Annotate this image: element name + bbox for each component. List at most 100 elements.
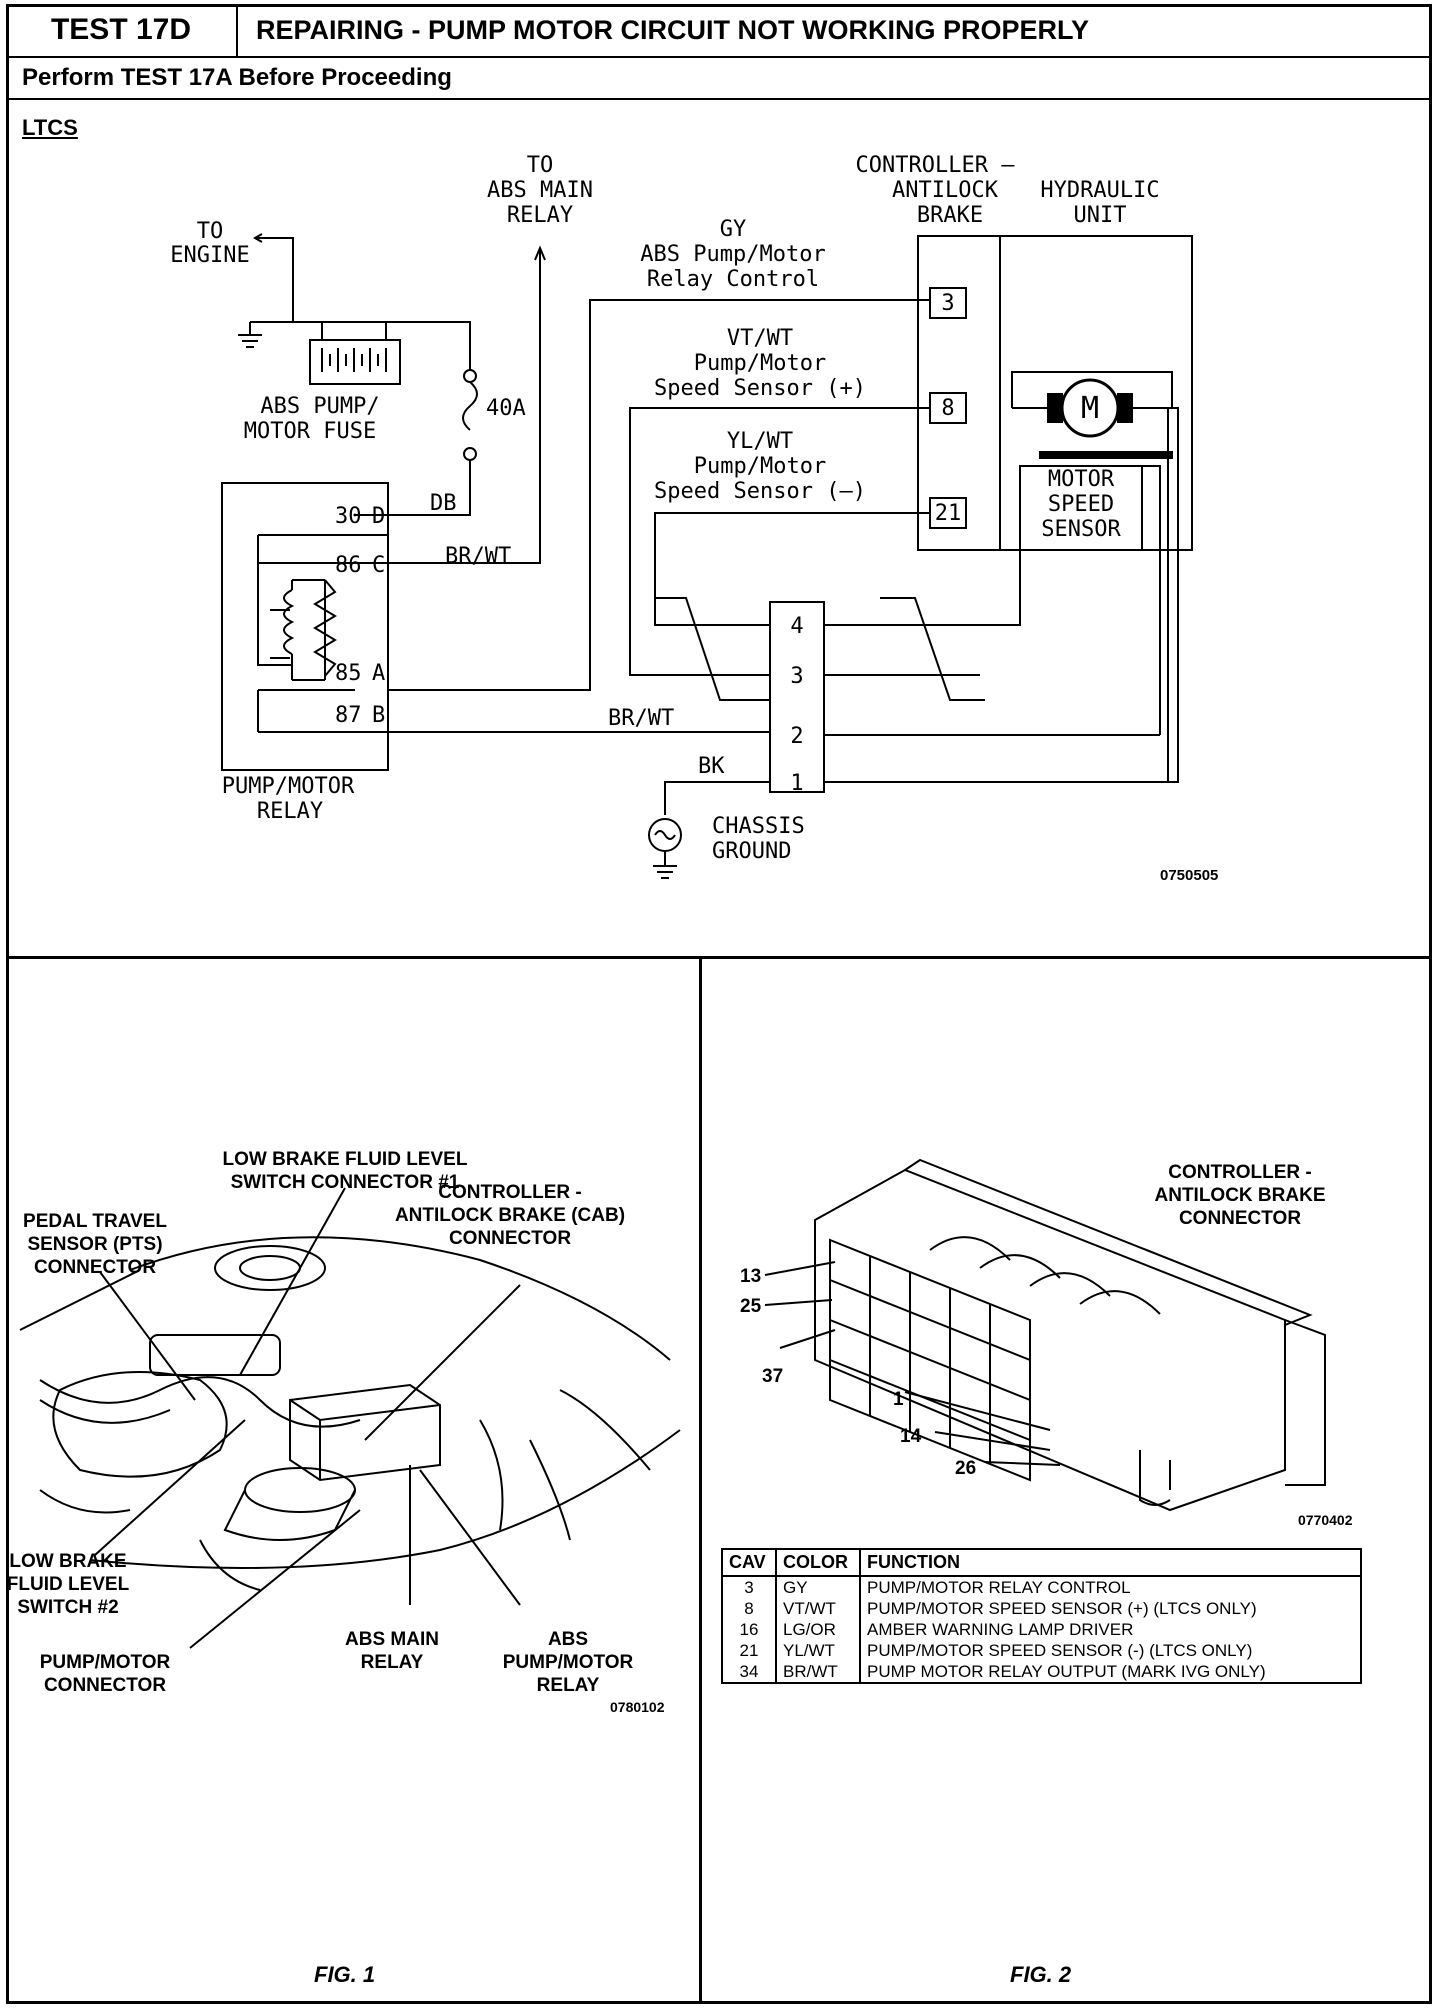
motor-speed-sensor-label: MOTOR SPEED SENSOR bbox=[1041, 467, 1121, 542]
table-row: 8 VT/WT PUMP/MOTOR SPEED SENSOR (+) (LTC… bbox=[721, 1598, 1362, 1619]
pin-callout: 1 bbox=[893, 1389, 904, 1410]
svg-text:SWITCH #2: SWITCH #2 bbox=[17, 1597, 118, 1618]
fig2-connector-title: CONTROLLER - ANTILOCK BRAKE CONNECTOR bbox=[1155, 1162, 1326, 1229]
svg-text:CONNECTOR: CONNECTOR bbox=[1179, 1208, 1301, 1229]
svg-text:RELAY: RELAY bbox=[507, 203, 573, 228]
svg-text:UNIT: UNIT bbox=[1074, 203, 1127, 228]
table-row: 34 BR/WT PUMP MOTOR RELAY OUTPUT (MARK I… bbox=[721, 1661, 1362, 1684]
to-engine-label: TO ENGINE bbox=[170, 219, 249, 268]
wire-brwt-lower-label: BR/WT bbox=[608, 706, 674, 731]
svg-text:CHASSIS: CHASSIS bbox=[712, 814, 805, 839]
svg-text:Speed Sensor (+): Speed Sensor (+) bbox=[654, 376, 866, 401]
panel-divider-horizontal bbox=[6, 956, 1432, 959]
cell-cav: 16 bbox=[721, 1619, 776, 1640]
fig2-figure-code: 0770402 bbox=[1298, 1512, 1353, 1528]
prerequisite-note: Perform TEST 17A Before Proceeding bbox=[6, 58, 1432, 100]
svg-text:SWITCH CONNECTOR #1: SWITCH CONNECTOR #1 bbox=[231, 1172, 460, 1193]
cell-color: YL/WT bbox=[775, 1640, 860, 1661]
wire-db-label: DB bbox=[430, 491, 457, 516]
controller-label: CONTROLLER – ANTILOCK BRAKE bbox=[856, 153, 1016, 228]
relay-pin-letter: C bbox=[372, 553, 385, 578]
pin-callout: 14 bbox=[900, 1426, 922, 1447]
svg-text:CONTROLLER -: CONTROLLER - bbox=[1168, 1162, 1312, 1183]
cell-function: PUMP/MOTOR RELAY CONTROL bbox=[859, 1576, 1362, 1598]
table-header-color: COLOR bbox=[775, 1548, 861, 1577]
cell-cav: 21 bbox=[721, 1640, 776, 1661]
fig1-engine-bay-illustration: LOW BRAKE FLUID LEVEL SWITCH CONNECTOR #… bbox=[8, 1149, 681, 1715]
svg-text:CONTROLLER –: CONTROLLER – bbox=[856, 153, 1016, 178]
cell-color: LG/OR bbox=[775, 1619, 860, 1640]
svg-text:SPEED: SPEED bbox=[1048, 492, 1114, 517]
callout-abs-pump-motor-relay: ABS PUMP/MOTOR RELAY bbox=[503, 1629, 634, 1696]
cell-color: BR/WT bbox=[775, 1661, 860, 1684]
svg-text:MOTOR FUSE: MOTOR FUSE bbox=[244, 419, 376, 444]
svg-text:RELAY: RELAY bbox=[537, 1675, 600, 1696]
svg-text:ANTILOCK BRAKE (CAB): ANTILOCK BRAKE (CAB) bbox=[395, 1205, 625, 1226]
callout-low-brake-switch-1: LOW BRAKE FLUID LEVEL SWITCH CONNECTOR #… bbox=[223, 1149, 468, 1193]
cell-color: VT/WT bbox=[775, 1598, 860, 1619]
pin-callout: 37 bbox=[762, 1366, 783, 1387]
svg-text:TO: TO bbox=[527, 153, 554, 178]
callout-low-brake-switch-2: LOW BRAKE FLUID LEVEL SWITCH #2 bbox=[8, 1551, 130, 1618]
pin-callout: 25 bbox=[740, 1296, 762, 1317]
svg-text:PUMP/MOTOR: PUMP/MOTOR bbox=[503, 1652, 634, 1673]
test-id: TEST 17D bbox=[6, 4, 238, 58]
svg-text:Pump/Motor: Pump/Motor bbox=[694, 454, 826, 479]
svg-text:HYDRAULIC: HYDRAULIC bbox=[1040, 178, 1159, 203]
table-row: 16 LG/OR AMBER WARNING LAMP DRIVER bbox=[721, 1619, 1362, 1640]
wiring-schematic: TO ENGINE TO ABS MAIN RELAY CONTROLLER –… bbox=[170, 153, 1218, 884]
svg-text:ABS MAIN: ABS MAIN bbox=[487, 178, 593, 203]
panel-divider-vertical bbox=[699, 956, 702, 2004]
svg-text:BRAKE: BRAKE bbox=[917, 203, 983, 228]
relay-pin-number: 85 bbox=[335, 661, 362, 686]
connector-pin: 3 bbox=[790, 664, 803, 689]
svg-text:ANTILOCK: ANTILOCK bbox=[892, 178, 999, 203]
fig1-figure-code: 0780102 bbox=[610, 1699, 665, 1715]
cab-pin: 3 bbox=[941, 291, 954, 316]
callout-cab-connector: CONTROLLER - ANTILOCK BRAKE (CAB) CONNEC… bbox=[395, 1182, 625, 1249]
svg-text:CONNECTOR: CONNECTOR bbox=[449, 1228, 571, 1249]
cell-cav: 3 bbox=[721, 1576, 776, 1598]
table-header-row: CAV COLOR FUNCTION bbox=[721, 1548, 1362, 1577]
svg-text:GY: GY bbox=[720, 217, 747, 242]
svg-text:ABS Pump/Motor: ABS Pump/Motor bbox=[640, 242, 825, 267]
page-frame bbox=[6, 4, 1432, 2004]
svg-text:SENSOR (PTS): SENSOR (PTS) bbox=[27, 1234, 162, 1255]
chassis-ground-label: CHASSIS GROUND bbox=[712, 814, 805, 864]
svg-text:Pump/Motor: Pump/Motor bbox=[694, 351, 826, 376]
page-title: REPAIRING - PUMP MOTOR CIRCUIT NOT WORKI… bbox=[238, 4, 1432, 58]
svg-text:FLUID LEVEL: FLUID LEVEL bbox=[8, 1574, 130, 1595]
svg-text:CONNECTOR: CONNECTOR bbox=[34, 1257, 156, 1278]
cell-color: GY bbox=[775, 1576, 860, 1598]
callout-pump-motor-connector: PUMP/MOTOR CONNECTOR bbox=[40, 1652, 171, 1696]
wire-bk-label: BK bbox=[698, 754, 725, 779]
svg-text:ABS: ABS bbox=[548, 1629, 588, 1650]
relay-pin-letter: B bbox=[372, 703, 385, 728]
table-row: 21 YL/WT PUMP/MOTOR SPEED SENSOR (-) (LT… bbox=[721, 1640, 1362, 1661]
svg-text:PUMP/MOTOR: PUMP/MOTOR bbox=[40, 1652, 171, 1673]
svg-text:Relay Control: Relay Control bbox=[647, 267, 819, 292]
svg-text:RELAY: RELAY bbox=[257, 799, 323, 824]
svg-text:VT/WT: VT/WT bbox=[727, 326, 793, 351]
schematic-figure-code: 0750505 bbox=[1160, 867, 1218, 884]
pin-callout: 13 bbox=[740, 1266, 761, 1287]
fig1-label: FIG. 1 bbox=[314, 1962, 376, 1987]
cell-cav: 34 bbox=[721, 1661, 776, 1684]
motor-symbol: M bbox=[1081, 391, 1099, 426]
connector-pin: 1 bbox=[790, 771, 803, 796]
table-header-function: FUNCTION bbox=[859, 1548, 1362, 1577]
hydraulic-unit-label: HYDRAULIC UNIT bbox=[1040, 178, 1159, 228]
table-header-cav: CAV bbox=[721, 1548, 777, 1577]
cab-pin: 8 bbox=[941, 396, 954, 421]
cell-cav: 8 bbox=[721, 1598, 776, 1619]
svg-text:LOW BRAKE: LOW BRAKE bbox=[9, 1551, 126, 1572]
svg-text:GROUND: GROUND bbox=[712, 839, 791, 864]
fuse-rating: 40A bbox=[486, 396, 526, 421]
connector-pin: 4 bbox=[790, 614, 803, 639]
relay-label: PUMP/MOTOR RELAY bbox=[222, 774, 355, 824]
relay-pin-number: 86 bbox=[335, 553, 362, 578]
svg-text:CONNECTOR: CONNECTOR bbox=[44, 1675, 166, 1696]
to-abs-main-relay-label: TO ABS MAIN RELAY bbox=[487, 153, 593, 228]
ylwt-wire-label: YL/WT Pump/Motor Speed Sensor (–) bbox=[654, 429, 866, 504]
svg-text:Speed Sensor (–): Speed Sensor (–) bbox=[654, 479, 866, 504]
